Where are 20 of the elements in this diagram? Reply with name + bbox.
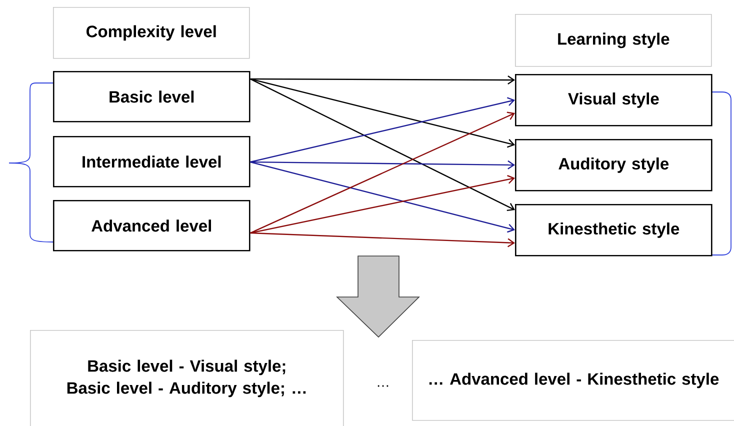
- arrow: [250, 161, 515, 233]
- header-box: Learning style: [515, 14, 712, 67]
- ellipsis-label: …: [378, 385, 388, 387]
- level-box: Intermediate level: [53, 136, 250, 188]
- arrow: [250, 97, 515, 163]
- arrow: [250, 78, 515, 148]
- style-box: Kinesthetic style: [515, 204, 712, 256]
- arrow: [250, 160, 515, 170]
- style-box: Visual style: [515, 74, 712, 126]
- result-box: … Advanced level - Kinesthetic style: [412, 340, 734, 421]
- arrow: [250, 232, 515, 248]
- result-box: Basic level - Visual style; Basic level - Auditory style; …: [30, 330, 344, 426]
- arrow: [250, 112, 515, 234]
- style-box: Auditory style: [515, 139, 712, 192]
- arrow: [250, 78, 515, 212]
- arrow: [250, 174, 515, 234]
- header-box: Complexity level: [53, 7, 250, 59]
- level-box: Advanced level: [53, 200, 250, 252]
- level-box: Basic level: [53, 71, 250, 122]
- arrow: [250, 75, 515, 84]
